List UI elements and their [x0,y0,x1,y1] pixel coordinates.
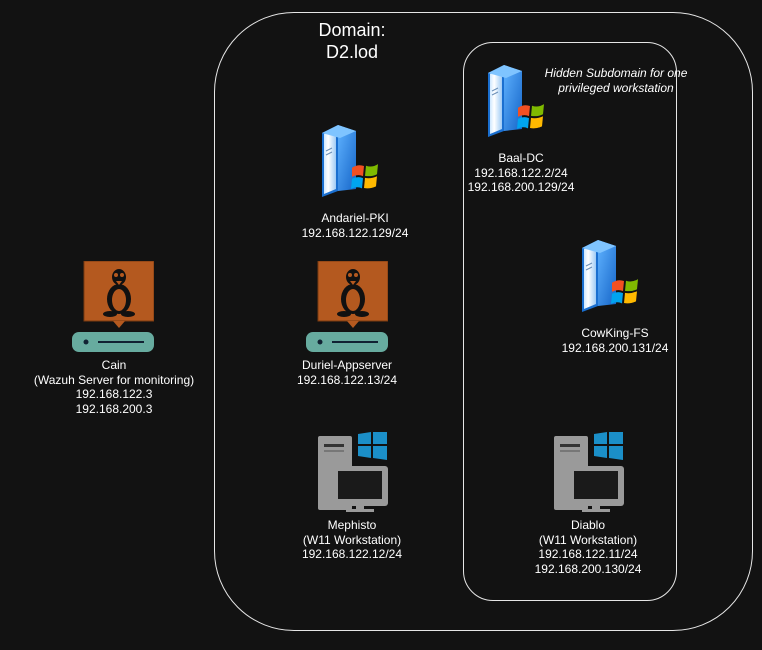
node-diablo-ip1: 192.168.122.11/24 [538,547,638,561]
node-cain-label: Cain (Wazuh Server for monitoring) 192.1… [14,358,214,416]
node-cowking-ip1: 192.168.200.131/24 [561,340,669,355]
node-duriel-ip1: 192.168.122.13/24 [296,372,398,387]
windows-workstation-icon [552,432,624,512]
subdomain-title: Hidden Subdomain for one privileged work… [544,66,688,95]
node-diablo-role: (W11 Workstation) [538,532,638,547]
linux-server-icon [72,261,154,353]
node-andariel-ip1: 192.168.122.129/24 [301,225,409,240]
node-mephisto-ip1: 192.168.122.12/24 [301,547,403,561]
domain-title-line2: D2.lod [325,42,379,62]
node-mephisto-label: Mephisto (W11 Workstation) 192.168.122.1… [277,518,427,562]
subdomain-boundary [463,42,677,601]
node-mephisto-name: Mephisto [327,518,377,532]
node-baal-ip2: 192.168.200.129/24 [467,180,575,194]
node-baal-label: Baal-DC 192.168.122.2/24 192.168.200.129… [446,151,596,195]
node-baal-name: Baal-DC [498,151,544,165]
windows-server-icon [320,121,386,197]
node-baal-ip1: 192.168.122.2/24 [474,165,568,180]
node-mephisto-role: (W11 Workstation) [302,532,402,547]
node-diablo-name: Diablo [570,518,606,532]
windows-server-icon [580,236,646,312]
linux-server-icon [306,261,388,353]
node-andariel-name: Andariel-PKI [321,211,389,225]
domain-title: Domain: D2.lod [300,19,404,63]
node-cain-name: Cain [101,358,127,372]
node-andariel-label: Andariel-PKI 192.168.122.129/24 [280,211,430,240]
node-diablo-ip2: 192.168.200.130/24 [534,561,642,576]
domain-boundary [214,12,753,631]
node-duriel-label: Duriel-Appserver 192.168.122.13/24 [272,358,422,387]
domain-title-line1: Domain: [318,20,386,40]
node-duriel-name: Duriel-Appserver [301,358,393,372]
node-cain-ip1: 192.168.122.3 [75,387,153,401]
node-cain-role: (Wazuh Server for monitoring) [33,372,195,387]
node-cowking-name: CowKing-FS [581,326,649,340]
windows-server-icon [486,61,552,137]
node-cowking-label: CowKing-FS 192.168.200.131/24 [540,326,690,355]
windows-workstation-icon [316,432,388,512]
node-diablo-label: Diablo (W11 Workstation) 192.168.122.11/… [513,518,663,576]
node-cain-ip2: 192.168.200.3 [75,401,153,416]
